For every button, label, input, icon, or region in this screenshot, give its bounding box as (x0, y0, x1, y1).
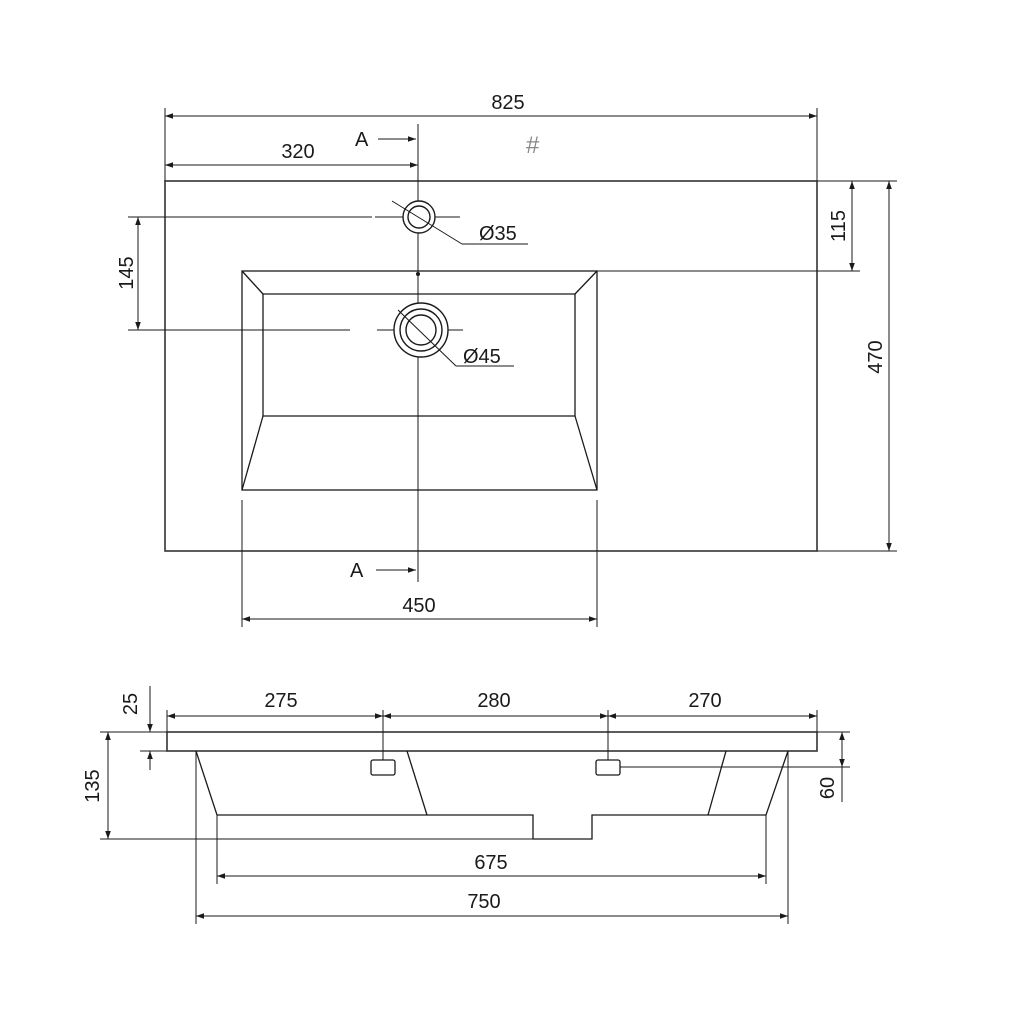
bracket-right (595, 759, 621, 776)
section-label-top: A (355, 129, 369, 151)
dim-overall-width: 825 (491, 92, 524, 114)
dim-segment-middle: 280 (477, 690, 510, 712)
section-label-bottom: A (350, 560, 364, 582)
basin-corner-tl (241, 270, 264, 295)
dim-segment-right: 270 (688, 690, 721, 712)
basin-slope-right (574, 415, 598, 491)
top-view: Ø35 Ø45 A A # 825 320 145 (116, 92, 897, 627)
basin-corner-tr (574, 270, 598, 295)
dim-body-width: 750 (467, 891, 500, 913)
body-outline (195, 750, 789, 840)
basin-inner-bowl (262, 293, 576, 416)
tap-hole (391, 200, 528, 245)
tap-hole-diameter-label: Ø35 (479, 223, 517, 245)
dim-total-height: 135 (82, 769, 104, 802)
slab-outline (166, 731, 818, 752)
drain-hole (393, 302, 514, 367)
body-inner-left (406, 750, 428, 816)
basin (241, 270, 598, 491)
dim-segment-left: 275 (264, 690, 297, 712)
bracket-left (370, 759, 396, 776)
drain-diameter-label: Ø45 (463, 346, 501, 368)
dim-bottom-width: 675 (474, 852, 507, 874)
basin-slope-left (241, 415, 264, 491)
dim-bracket-height: 60 (817, 777, 839, 799)
overflow-dot (416, 272, 420, 276)
dim-hole-offset: 320 (281, 141, 314, 163)
dim-basin-width: 450 (402, 595, 435, 617)
dim-slab-thickness: 25 (120, 693, 142, 715)
body-inner-right (707, 750, 727, 816)
basin-outer-rim (241, 270, 598, 491)
material-mark: # (526, 132, 540, 159)
dim-overall-depth: 470 (865, 340, 887, 373)
dim-tap-hole-depth: 115 (828, 210, 850, 242)
dim-hole-spacing: 145 (116, 256, 138, 289)
countertop-outline (164, 180, 818, 552)
side-view: 275 280 270 25 135 60 675 750 (82, 686, 850, 924)
